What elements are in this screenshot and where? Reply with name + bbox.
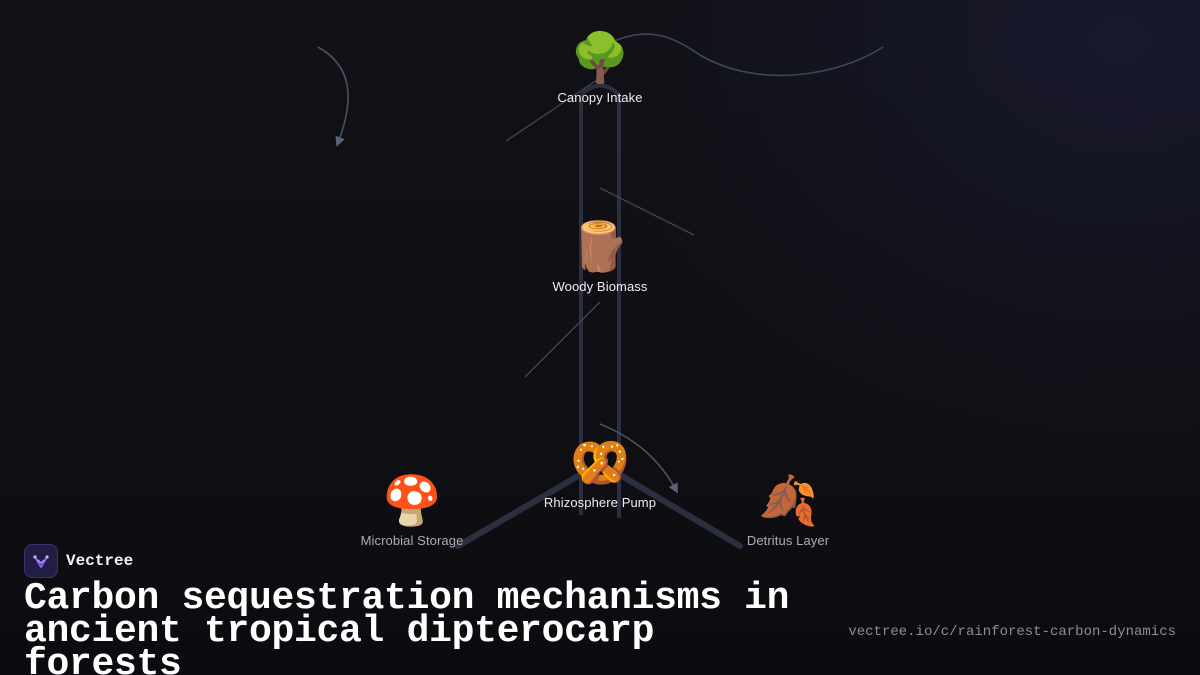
node-rhizosphere-pump: 🥨 Rhizosphere Pump [510,435,690,510]
inflow-arrow [317,46,349,147]
vectree-logo-icon [24,544,58,578]
tree-icon: 🌳 [570,30,630,86]
share-url[interactable]: vectree.io/c/rainforest-carbon-dynamics [848,624,1176,640]
connector-line-canopy [505,79,598,142]
node-label-detritus-layer: Detritus Layer [746,533,830,548]
node-label-canopy-intake: Canopy Intake [557,90,643,105]
brand-name: Vectree [66,552,134,570]
brand[interactable]: Vectree [24,544,133,578]
fallen-leaves-icon: 🍂 [758,473,818,529]
trunk-crown-arc [579,83,621,97]
node-microbial-storage: 🍄 Microbial Storage [322,473,502,548]
root-branch-right [612,469,743,549]
mushroom-icon: 🍄 [382,473,442,529]
node-label-rhizosphere-pump: Rhizosphere Pump [543,495,657,510]
canopy-wave-curve [611,33,884,77]
wood-log-icon: 🪵 [570,219,630,275]
node-label-microbial-storage: Microbial Storage [360,533,464,548]
node-canopy-intake: 🌳 Canopy Intake [510,30,690,105]
root-branch-left [455,469,588,549]
rhizosphere-flow-arrow [599,423,678,494]
node-label-woody-biomass: Woody Biomass [552,279,648,294]
pretzel-icon: 🥨 [570,435,630,491]
node-detritus-layer: 🍂 Detritus Layer [698,473,878,548]
connector-line-woody-upper [599,187,695,236]
node-woody-biomass: 🪵 Woody Biomass [510,219,690,294]
page-title: Carbon sequestration mechanisms in ancie… [24,577,790,675]
connector-line-woody-lower [524,301,601,378]
